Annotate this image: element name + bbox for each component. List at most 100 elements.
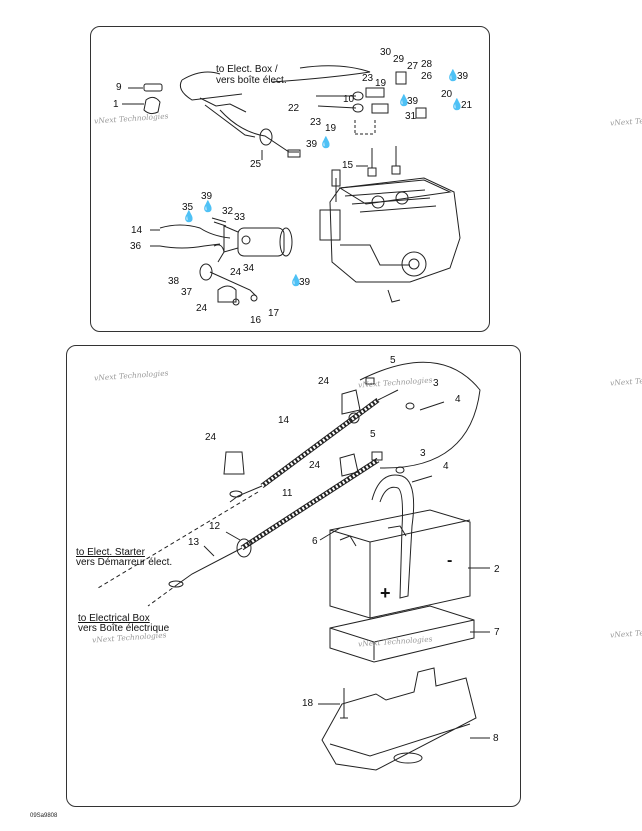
connector-part-25 — [259, 128, 273, 146]
cap-part-24c — [223, 451, 245, 475]
to-elect-starter-label-2: vers Démarreur élect. — [76, 557, 173, 568]
callout-32: 32 — [222, 206, 234, 217]
starter-motor — [223, 225, 293, 257]
plug-cable — [316, 95, 357, 109]
bolt-part-32 — [211, 217, 227, 227]
callout-18: 18 — [302, 698, 314, 709]
to-electrical-box-label-2: vers Boîte électrique — [78, 623, 170, 634]
callout-5b: 5 — [370, 429, 376, 440]
leader-13 — [203, 545, 215, 557]
dash-guide — [354, 120, 376, 135]
callout-14: 14 — [131, 225, 143, 236]
callout-19a: 19 — [375, 78, 387, 89]
callout-16: 16 — [250, 315, 262, 326]
boot-part-10 — [371, 103, 389, 114]
bolt-part-4 — [411, 401, 445, 483]
cable-part-36 — [159, 243, 221, 249]
callout-38: 38 — [168, 276, 180, 287]
plug-part-25 — [287, 149, 301, 158]
cable-part-38 — [209, 271, 257, 297]
holder-part-1 — [143, 96, 161, 115]
pad-part-7 — [329, 605, 475, 663]
callout-39e: 39 — [299, 277, 311, 288]
callout-24b: 24 — [196, 303, 208, 314]
battery-minus-sign: - — [447, 552, 453, 569]
callout-34: 34 — [243, 263, 255, 274]
to-electrical-box-label-1: to Electrical Box — [78, 613, 150, 624]
battery-wire-loop — [359, 361, 481, 469]
drop-icon: 💧 — [450, 99, 464, 111]
callout-36: 36 — [130, 241, 142, 252]
harness-wire — [181, 65, 371, 83]
callout-19b: 19 — [325, 123, 337, 134]
battery-panel — [66, 345, 521, 807]
callout-21: 21 — [461, 100, 473, 111]
callout-14b: 14 — [278, 415, 290, 426]
battery-part-2 — [329, 509, 471, 619]
fastener-part-18 — [340, 688, 348, 719]
callout-23b: 23 — [310, 117, 322, 128]
cap-part-24a — [213, 244, 225, 263]
boot-part-12 — [236, 538, 252, 558]
nut-part-5a — [365, 377, 375, 385]
cap-part-24d — [341, 389, 361, 415]
callout-31: 31 — [405, 111, 417, 122]
callout-7: 7 — [494, 627, 500, 638]
to-elect-box-label-2: vers boîte élect. — [216, 75, 287, 86]
callout-10: 10 — [343, 94, 355, 105]
callout-24a: 24 — [230, 267, 242, 278]
boot-part-19 — [365, 87, 385, 98]
cable-part-14 — [159, 224, 231, 239]
callout-9: 9 — [116, 82, 122, 93]
callout-22: 22 — [288, 103, 300, 114]
nut-part-5b — [371, 451, 383, 461]
battery-plus-sign: + — [380, 583, 391, 603]
callout-6: 6 — [312, 536, 318, 547]
callout-35: 35 — [182, 202, 194, 213]
cable-part-14-bottom — [229, 389, 399, 503]
cap-part-24b — [217, 285, 237, 303]
plug-cap-part-26 — [395, 71, 407, 85]
callout-3a: 3 — [433, 378, 439, 389]
cap-part-23b — [352, 103, 364, 113]
washer-part-3a — [405, 402, 415, 410]
harness-wire-2 — [179, 79, 243, 101]
callout-37: 37 — [181, 287, 193, 298]
leader-6 — [319, 527, 341, 541]
callout-8: 8 — [493, 733, 499, 744]
callout-12: 12 — [209, 521, 221, 532]
callout-24e: 24 — [309, 460, 321, 471]
leader-12 — [225, 531, 241, 541]
callout-5a: 5 — [390, 355, 396, 366]
callout-24d: 24 — [205, 432, 217, 443]
callout-27: 27 — [407, 61, 419, 72]
cap-part-23 — [352, 91, 364, 101]
tray-grommet — [393, 752, 423, 764]
callout-2: 2 — [494, 564, 500, 575]
harness-wire-4 — [219, 109, 299, 153]
fuse-part-9 — [143, 83, 163, 92]
dash-to-box — [147, 583, 179, 607]
nut-part-16 — [232, 298, 240, 306]
drop-icon: 💧 — [446, 70, 460, 82]
washer-part-17 — [250, 294, 258, 302]
callout-13: 13 — [188, 537, 200, 548]
drop-icon: 💧 — [319, 137, 333, 149]
callout-11: 11 — [282, 488, 293, 499]
callout-24c: 24 — [318, 376, 330, 387]
callout-1: 1 — [113, 99, 119, 110]
engine-electrical-panel — [90, 26, 490, 332]
drop-icon: 💧 — [289, 275, 303, 287]
part-20 — [415, 107, 427, 119]
callout-30: 30 — [380, 47, 392, 58]
callout-39c: 39 — [306, 139, 318, 150]
figure-code: 09Sa9808 — [30, 813, 58, 819]
callout-15: 15 — [342, 160, 354, 171]
washer-part-3b — [395, 466, 405, 474]
callout-3b: 3 — [420, 448, 426, 459]
callout-29: 29 — [393, 54, 405, 65]
callout-17: 17 — [268, 308, 280, 319]
drop-icon: 💧 — [397, 95, 411, 107]
callout-39b: 39 — [407, 96, 419, 107]
